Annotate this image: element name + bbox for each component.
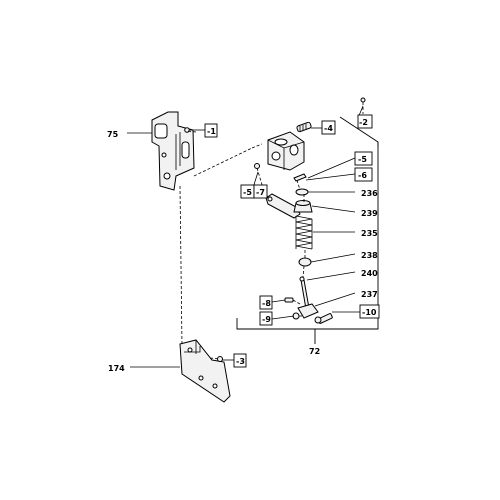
callout-4: -4 — [321, 120, 336, 135]
compression-spring — [295, 215, 313, 250]
cap-239 — [293, 200, 313, 213]
washer-236 — [295, 188, 309, 196]
svg-text:-4: -4 — [324, 124, 333, 133]
leader-lines — [127, 105, 364, 368]
svg-text:-8: -8 — [262, 299, 271, 308]
svg-text:174: 174 — [108, 364, 125, 373]
callout-6: -6 — [354, 167, 373, 182]
callout-240: 240 — [361, 269, 378, 278]
bolt-10 — [314, 313, 333, 324]
callout-9: -9 — [259, 311, 273, 326]
callout-2: -2 — [357, 114, 373, 129]
svg-text:-9: -9 — [262, 315, 271, 324]
valve-block — [267, 131, 305, 171]
upper-mounting-bracket — [151, 111, 195, 191]
pin-6 — [293, 173, 307, 182]
svg-text:-3: -3 — [236, 357, 245, 366]
callout-10: -10 — [359, 304, 380, 319]
svg-text:-5: -5 — [243, 188, 252, 197]
callout-239: 239 — [361, 209, 378, 218]
small-ring-5 — [254, 163, 260, 169]
rod-240 — [299, 276, 310, 310]
callout-8: -8 — [259, 295, 273, 310]
callout-5-upper: -5 — [354, 151, 373, 166]
callout-238: 238 — [361, 251, 378, 260]
seat-238 — [298, 257, 312, 267]
screw-2 — [360, 97, 366, 114]
svg-text:239: 239 — [361, 209, 378, 218]
connector-237 — [297, 303, 319, 319]
lower-mounting-plate — [179, 339, 231, 403]
svg-text:72: 72 — [309, 347, 320, 356]
svg-text:236: 236 — [361, 189, 378, 198]
svg-text:-1: -1 — [207, 127, 216, 136]
svg-text:-7: -7 — [256, 188, 265, 197]
callout-236: 236 — [361, 189, 378, 198]
svg-text:237: 237 — [361, 290, 378, 299]
callout-235: 235 — [361, 229, 378, 238]
svg-text:240: 240 — [361, 269, 378, 278]
callout-72: 72 — [309, 347, 320, 356]
callout-1: -1 — [204, 123, 218, 138]
assembly-lines — [179, 130, 306, 360]
linkage-arm — [265, 193, 301, 219]
callout-75: 75 — [107, 130, 119, 139]
svg-text:-5: -5 — [358, 155, 367, 164]
pin-8 — [284, 297, 294, 303]
svg-text:-2: -2 — [359, 118, 368, 127]
group-bracket-72 — [236, 116, 379, 344]
callout-3: -3 — [233, 353, 247, 368]
svg-text:-10: -10 — [362, 308, 377, 317]
callout-7: -7 — [253, 184, 268, 199]
callout-237: 237 — [361, 290, 378, 299]
svg-text:238: 238 — [361, 251, 378, 260]
pin-4 — [296, 121, 312, 133]
callout-174: 174 — [108, 364, 125, 373]
callout-5-lower: -5 — [240, 184, 255, 199]
svg-text:235: 235 — [361, 229, 378, 238]
svg-text:-6: -6 — [358, 171, 367, 180]
svg-text:75: 75 — [107, 130, 119, 139]
screw-1 — [184, 127, 190, 133]
